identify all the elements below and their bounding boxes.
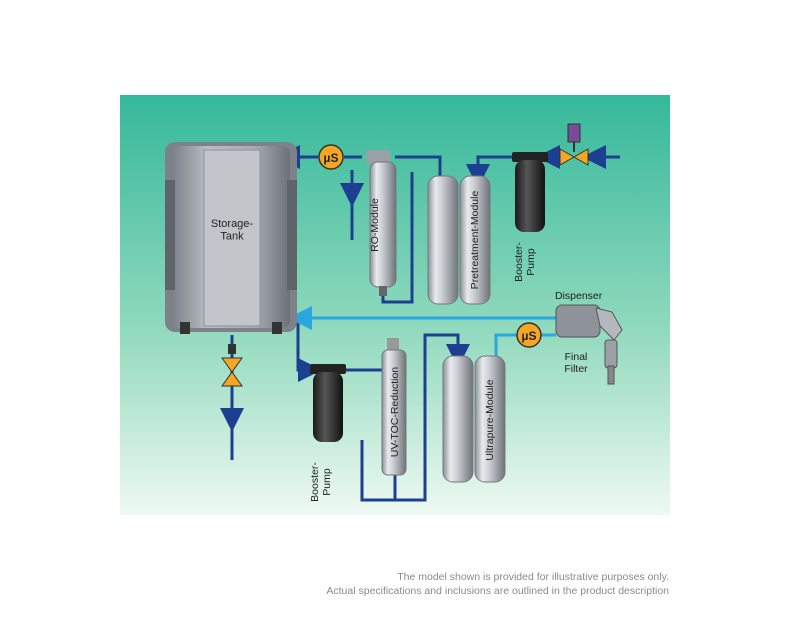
- drain-valve: [221, 344, 243, 387]
- uv-toc-reduction-label: UV-TOC-Reduction: [389, 367, 401, 457]
- conductivity-sensor-bottom-label: µS: [522, 329, 537, 343]
- ultrapure-module-label: Ultrapure-Module: [484, 379, 496, 460]
- conductivity-sensor-bottom: µS: [516, 322, 542, 348]
- pipes: [220, 145, 620, 502]
- conductivity-sensor-top: µS: [318, 144, 344, 170]
- pretreatment-module-label: Pretreatment-Module: [469, 191, 481, 290]
- booster-pump-bottom-label: Booster-Pump: [309, 462, 333, 502]
- dispenser: Dispenser: [555, 290, 623, 341]
- booster-pump-top: Booster-Pump: [512, 152, 548, 282]
- dispenser-label: Dispenser: [555, 290, 603, 302]
- inlet-solenoid-valve: [559, 123, 589, 166]
- booster-pump-top-label: Booster-Pump: [513, 242, 537, 282]
- storage-tank: Storage-Tank: [165, 142, 297, 334]
- ro-module: RO-Module: [366, 150, 397, 296]
- booster-pump-bottom: Booster-Pump: [309, 364, 346, 502]
- uv-toc-reduction-unit: UV-TOC-Reduction: [381, 338, 407, 476]
- disclaimer-line-2: Actual specifications and inclusions are…: [326, 585, 669, 597]
- pretreatment-module: Pretreatment-Module: [427, 175, 491, 305]
- storage-tank-label: Storage-Tank: [211, 218, 254, 243]
- disclaimer-line-1: The model shown is provided for illustra…: [397, 571, 669, 583]
- ro-module-label: RO-Module: [369, 198, 381, 252]
- conductivity-sensor-top-label: µS: [324, 151, 339, 165]
- ultrapure-module: Ultrapure-Module: [442, 355, 506, 483]
